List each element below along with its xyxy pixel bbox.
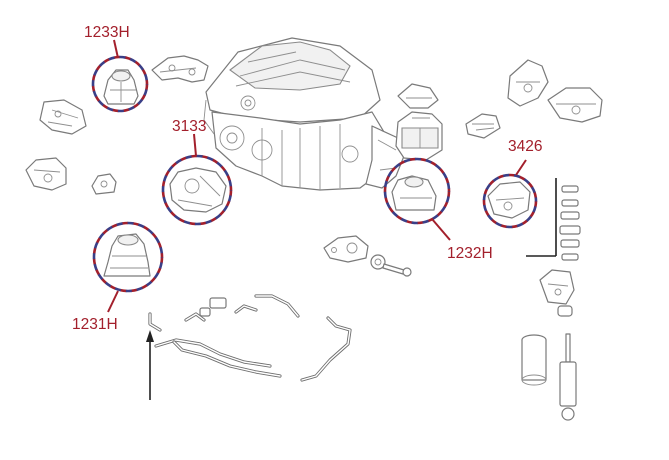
callout-1231h-label: 1231H	[72, 316, 118, 333]
mount-bracket-top	[151, 55, 209, 83]
pad-right	[465, 113, 501, 139]
mount-1233h-part	[103, 69, 139, 105]
bolt-with-washer	[370, 254, 412, 277]
small-mount-left	[91, 173, 117, 195]
bracket-far-right-lower	[547, 87, 603, 123]
transmission-mount-block	[395, 111, 443, 161]
engine-assembly	[203, 37, 405, 191]
bracket-left-lower	[25, 157, 67, 191]
shock-absorber	[559, 333, 577, 421]
callout-1232h: 1232H	[383, 157, 493, 262]
mount-1232h-part	[391, 175, 437, 211]
callout-1233h-label: 1233H	[84, 24, 130, 41]
vacuum-hoses	[148, 294, 352, 382]
strut-bushing-stack	[559, 185, 581, 261]
callout-3426-label: 3426	[508, 138, 542, 155]
damper-cylinder	[521, 334, 547, 386]
mount-3426-part	[487, 181, 531, 219]
callout-3133: 3133	[161, 118, 233, 226]
knuckle-bracket	[539, 269, 575, 317]
callout-3133-label: 3133	[172, 118, 206, 135]
callout-1233h: 1233H	[84, 24, 149, 113]
bracket-left-upper	[39, 99, 87, 135]
stopper-bracket-center	[323, 235, 369, 263]
upper-bracket-right	[397, 83, 439, 109]
mount-3133-part	[169, 167, 227, 213]
callout-1231h: 1231H	[72, 221, 164, 333]
callout-3426: 3426	[482, 138, 542, 229]
hose-pointer-arrow	[146, 330, 154, 400]
mount-1231h-part	[103, 233, 151, 277]
callout-1232h-label: 1232H	[447, 245, 493, 262]
strut-frame-line	[526, 178, 557, 257]
bracket-far-right-upper	[507, 59, 549, 107]
